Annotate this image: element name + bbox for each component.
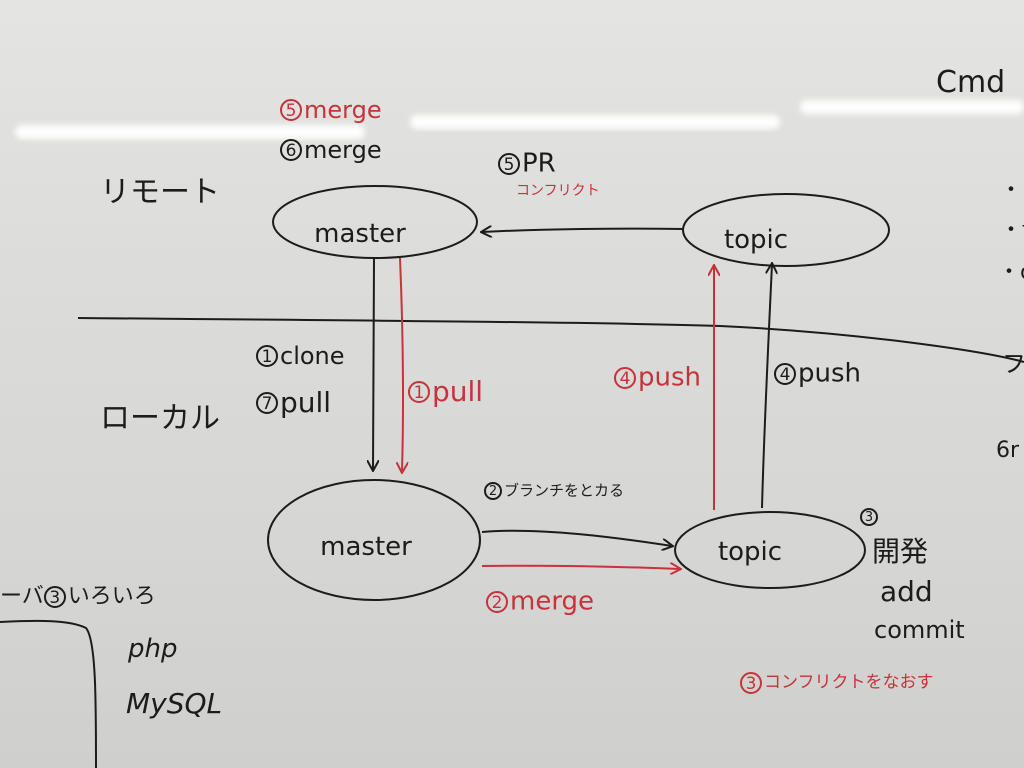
mysql-label: MySQL: [126, 687, 223, 720]
misc-prefix-text: ーバ: [0, 584, 44, 609]
local-topic-ellipse: [674, 511, 866, 589]
step-text: pull: [280, 386, 332, 419]
step-text: PR: [522, 148, 556, 179]
step-number-icon: 3: [740, 672, 762, 694]
remote-topic-label: topic: [723, 225, 789, 255]
step-number-icon: 2: [484, 482, 502, 500]
pull-arrow-red: [400, 257, 403, 472]
dev-step3-line1: 開発: [872, 535, 929, 568]
step-text: いろいろ: [67, 584, 156, 609]
glare-top-right: [800, 100, 1024, 114]
branch-arrow: [481, 529, 672, 546]
step-text: push: [798, 358, 862, 389]
remote-topic-ellipse: [682, 193, 890, 267]
step-text: merge: [304, 96, 382, 124]
step-number-icon: 5: [498, 152, 520, 175]
push-arrow-black: [761, 264, 772, 509]
glare-top-mid: [410, 115, 780, 129]
step-text: pull: [432, 375, 484, 408]
local-zone-label: ローカル: [100, 401, 220, 436]
step-number-icon: 4: [774, 362, 796, 385]
dev-step3-line2: add: [880, 575, 933, 608]
step-text: ブランチをとカる: [504, 481, 625, 500]
dev-step3-line3: commit: [874, 616, 965, 644]
server-box-outline: [0, 619, 97, 768]
conflict-label: コンフリクト: [516, 183, 600, 199]
merge-arrow-red: [481, 566, 680, 569]
step-number-icon: 2: [486, 590, 508, 613]
step-number-icon: 3: [860, 508, 878, 526]
local-topic-label: topic: [717, 537, 783, 567]
step-number-icon: 7: [256, 392, 278, 414]
php-label: php: [128, 634, 178, 664]
pr-arrow: [482, 229, 685, 232]
step-text: merge: [510, 586, 595, 617]
remote-master-label: master: [314, 219, 406, 249]
right-bit-3: ・c: [998, 260, 1024, 285]
right-bit-4: フ: [1002, 350, 1024, 378]
right-bit-5: 6r: [996, 438, 1020, 463]
step-text: clone: [280, 342, 345, 370]
cmd-label: Cmd: [936, 65, 1006, 100]
step-number-icon: 4: [614, 366, 636, 389]
glare-top: [15, 125, 365, 139]
zone-divider-line: [77, 317, 1024, 363]
step-text: push: [638, 362, 702, 393]
step-number-icon: 1: [256, 345, 278, 367]
step-number-icon: 6: [280, 139, 302, 161]
dev-step3-number: 3: [860, 508, 880, 526]
local-master-ellipse: [267, 479, 481, 601]
local-master-label: master: [320, 532, 412, 562]
step-number-icon: 3: [43, 586, 66, 608]
right-bit-1: ・r: [1000, 178, 1024, 203]
remote-zone-label: リモート: [100, 175, 220, 210]
clone-arrow: [373, 257, 374, 470]
remote-master-ellipse: [272, 185, 478, 259]
step-text: コンフリクトをなおす: [764, 672, 934, 693]
step-number-icon: 5: [280, 99, 302, 121]
step-number-icon: 1: [408, 381, 430, 403]
right-bit-2: ・t: [1000, 218, 1024, 243]
step-text: merge: [304, 136, 382, 164]
